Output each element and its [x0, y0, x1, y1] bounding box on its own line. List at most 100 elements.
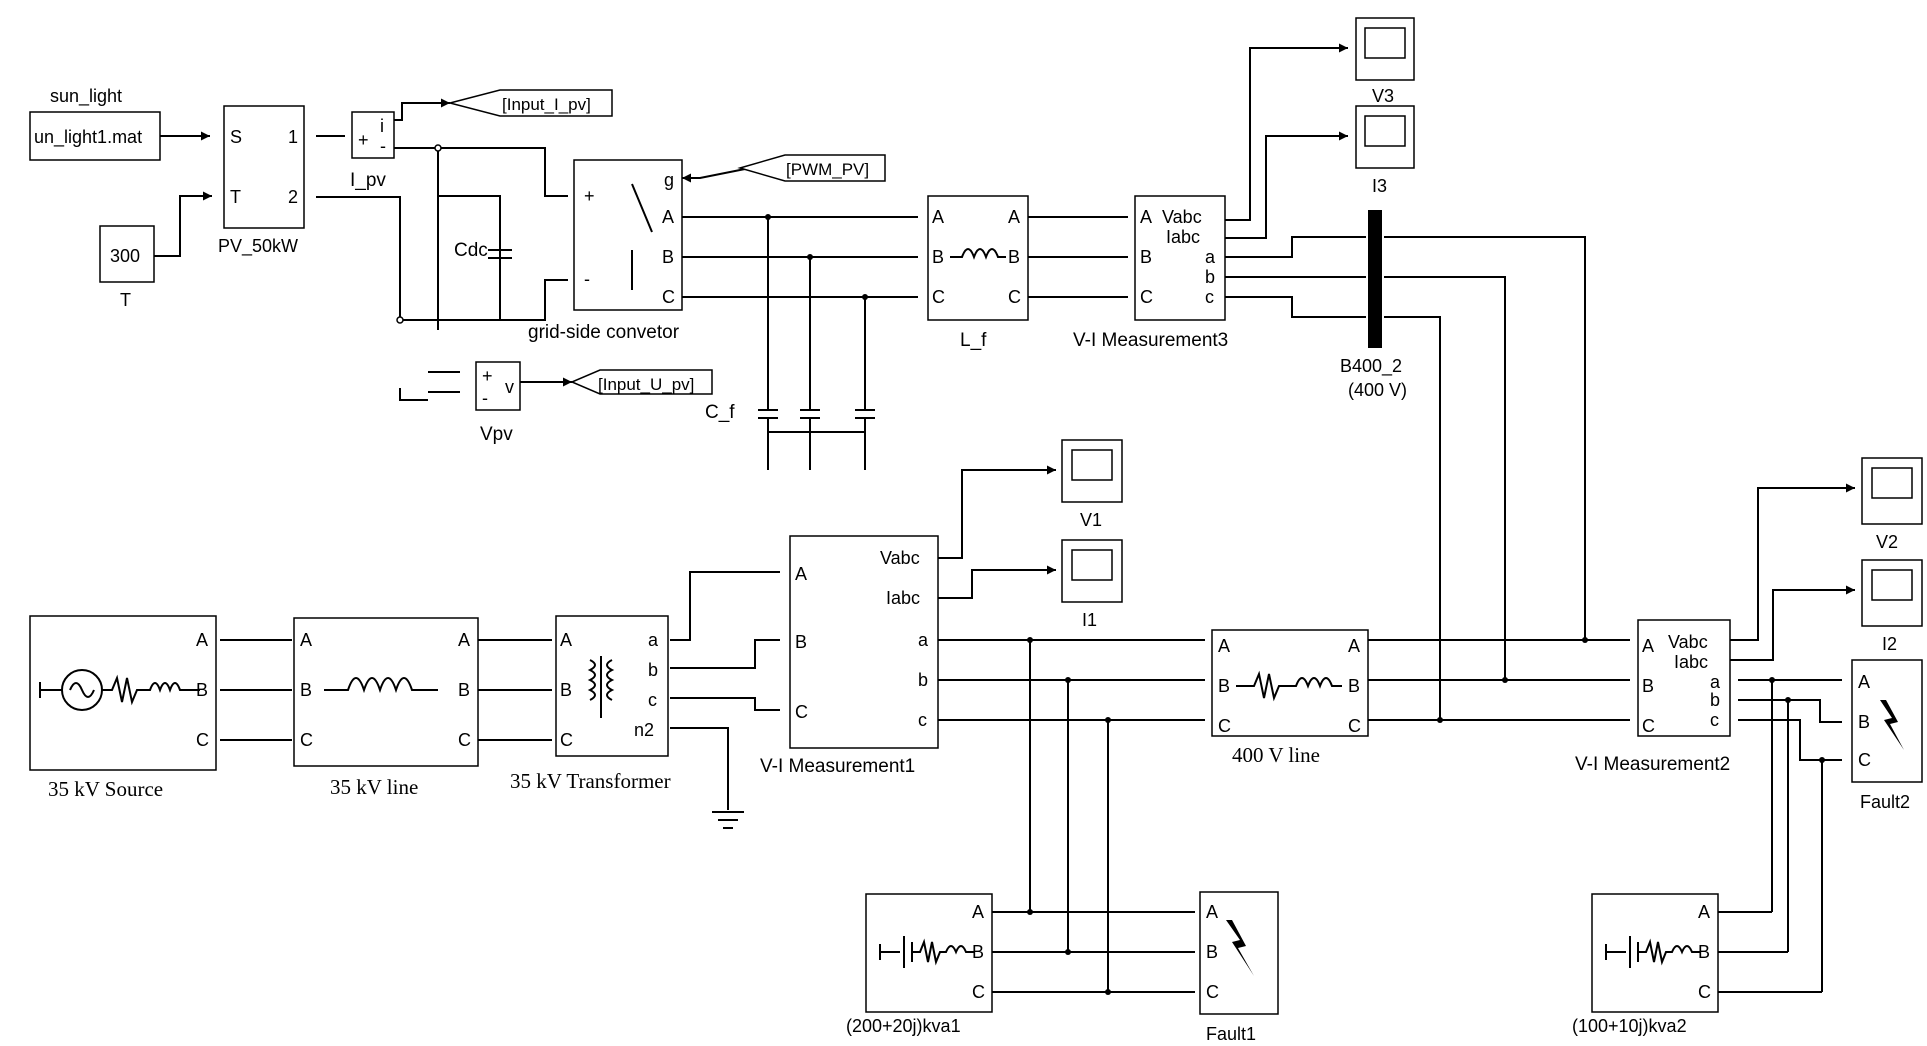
sun-light-label: sun_light — [50, 86, 122, 107]
converter-c: C — [662, 287, 675, 307]
converter-label: grid-side convetor — [528, 322, 680, 343]
pv-50kw-block[interactable]: S T 1 2 PV_50kW — [218, 105, 305, 257]
vpv-voltage-measurement[interactable]: + - v Vpv — [475, 361, 521, 445]
load1-b: B — [972, 942, 984, 962]
vi2-c-out: c — [1710, 710, 1719, 730]
fault2-a: A — [1858, 672, 1870, 692]
scope-v3-label: V3 — [1372, 86, 1394, 106]
scope-i1-label: I1 — [1082, 610, 1097, 630]
line35-c-in: C — [300, 730, 313, 750]
goto-input-i-pv-text: [Input_I_pv] — [502, 95, 591, 114]
scope-i3[interactable]: I3 — [1355, 105, 1415, 196]
goto-input-i-pv[interactable]: [Input_I_pv] — [447, 89, 613, 117]
source-35kv[interactable]: A B C 35 kV Source — [29, 615, 217, 801]
load1-c: C — [972, 982, 985, 1002]
goto-input-u-pv-text: [Input_U_pv] — [598, 375, 694, 394]
load1-block[interactable]: A B C (200+20j)kva1 — [846, 893, 993, 1036]
rlc-load-icon — [1605, 936, 1700, 968]
bus-name: B400_2 — [1340, 356, 1402, 377]
vi1-c-out: c — [918, 710, 927, 730]
transformer-35kv[interactable]: A B C a b c n2 35 kV Transformer — [510, 615, 671, 793]
scope-v1[interactable]: V1 — [1061, 439, 1123, 530]
tr-b: B — [560, 680, 572, 700]
line35-c-out: C — [458, 730, 471, 750]
bus-b400-2[interactable]: B400_2 (400 V) — [1340, 210, 1407, 400]
line400-c-out: C — [1348, 716, 1361, 736]
tr-a: A — [560, 630, 572, 650]
vpv-v: v — [505, 377, 514, 397]
line400-label: 400 V line — [1232, 743, 1320, 767]
sun-light-file-name: un_light1.mat — [34, 127, 142, 148]
fault2-block[interactable]: A B C Fault2 — [1851, 659, 1923, 812]
temperature-constant-block[interactable]: 300 T — [99, 225, 155, 310]
vi-measurement1[interactable]: A B C Vabc Iabc a b c V-I Measurement1 — [760, 535, 939, 777]
fault1-b: B — [1206, 942, 1218, 962]
port-1: 1 — [288, 127, 298, 147]
temperature-value: 300 — [110, 246, 140, 266]
scope-v3[interactable]: V3 — [1355, 17, 1415, 106]
vi2-label: V-I Measurement2 — [1575, 754, 1730, 775]
fault1-label: Fault1 — [1206, 1024, 1256, 1044]
goto-input-u-pv[interactable]: [Input_U_pv] — [570, 369, 713, 395]
line400-a-out: A — [1348, 636, 1360, 656]
port-t: T — [230, 187, 241, 207]
vi-measurement3[interactable]: A B C Vabc Iabc a b c V-I Measurement3 — [1073, 195, 1228, 351]
filter-capacitor-bank[interactable]: C_f — [705, 365, 875, 470]
grid-side-converter[interactable]: + - g A B C grid-side convetor — [528, 159, 683, 343]
bus-voltage: (400 V) — [1348, 380, 1407, 400]
vi1-label: V-I Measurement1 — [760, 756, 915, 777]
rl-icon — [39, 674, 200, 706]
converter-a: A — [662, 207, 674, 227]
scope-v2[interactable]: V2 — [1861, 457, 1923, 552]
vi2-iabc: Iabc — [1674, 652, 1708, 672]
tr-a-out: a — [648, 630, 659, 650]
vi1-vabc: Vabc — [880, 548, 920, 568]
src-a: A — [196, 630, 208, 650]
goto-pwm-pv-text: [PWM_PV] — [786, 160, 869, 179]
temperature-label: T — [120, 290, 131, 310]
i-pv-current-measurement[interactable]: + i - I_pv — [350, 111, 395, 191]
load1-label: (200+20j)kva1 — [846, 1016, 961, 1036]
scope-i1[interactable]: I1 — [1061, 539, 1123, 630]
vpv-label: Vpv — [480, 424, 513, 445]
src-c: C — [196, 730, 209, 750]
fault1-a: A — [1206, 902, 1218, 922]
minus-sign: - — [380, 136, 386, 156]
vi-measurement2[interactable]: A B C Vabc Iabc a b c V-I Measurement2 — [1575, 619, 1731, 775]
filter-inductor-block[interactable]: A B C A B C L_f — [927, 195, 1029, 351]
line35-b-in: B — [300, 680, 312, 700]
vi3-c: C — [1140, 287, 1153, 307]
dc-capacitor[interactable]: Cdc — [454, 196, 512, 296]
i-sign: i — [380, 116, 384, 136]
converter-minus: - — [584, 269, 590, 289]
scope-v1-label: V1 — [1080, 510, 1102, 530]
sun-light-file-block[interactable]: sun_light un_light1.mat — [29, 86, 161, 161]
source35-label: 35 kV Source — [48, 777, 163, 801]
fault1-block[interactable]: A B C Fault1 — [1199, 891, 1279, 1044]
lf-c-in: C — [932, 287, 945, 307]
lf-a-out: A — [1008, 207, 1020, 227]
rl-line-icon — [1236, 670, 1342, 702]
scope-v2-label: V2 — [1876, 532, 1898, 552]
goto-pwm-pv[interactable]: [PWM_PV] — [737, 154, 886, 182]
plus-sign: + — [358, 130, 369, 150]
line400-a-in: A — [1218, 636, 1230, 656]
line-inductor-icon — [324, 677, 438, 694]
tr-c-out: c — [648, 690, 657, 710]
line-400v[interactable]: A B C A B C 400 V line — [1211, 629, 1369, 767]
fault2-label: Fault2 — [1860, 792, 1910, 812]
fault2-c: C — [1858, 750, 1871, 770]
vi3-vabc: Vabc — [1162, 207, 1202, 227]
lf-c-out: C — [1008, 287, 1021, 307]
tr-c: C — [560, 730, 573, 750]
port-s: S — [230, 127, 242, 147]
line-35kv[interactable]: A B C A B C 35 kV line — [293, 617, 479, 799]
load2-block[interactable]: A B C (100+10j)kva2 — [1572, 893, 1719, 1036]
port-2: 2 — [288, 187, 298, 207]
vi3-iabc: Iabc — [1166, 227, 1200, 247]
scope-i2[interactable]: I2 — [1861, 559, 1923, 654]
line400-b-out: B — [1348, 676, 1360, 696]
lf-b-out: B — [1008, 247, 1020, 267]
load2-label: (100+10j)kva2 — [1572, 1016, 1687, 1036]
